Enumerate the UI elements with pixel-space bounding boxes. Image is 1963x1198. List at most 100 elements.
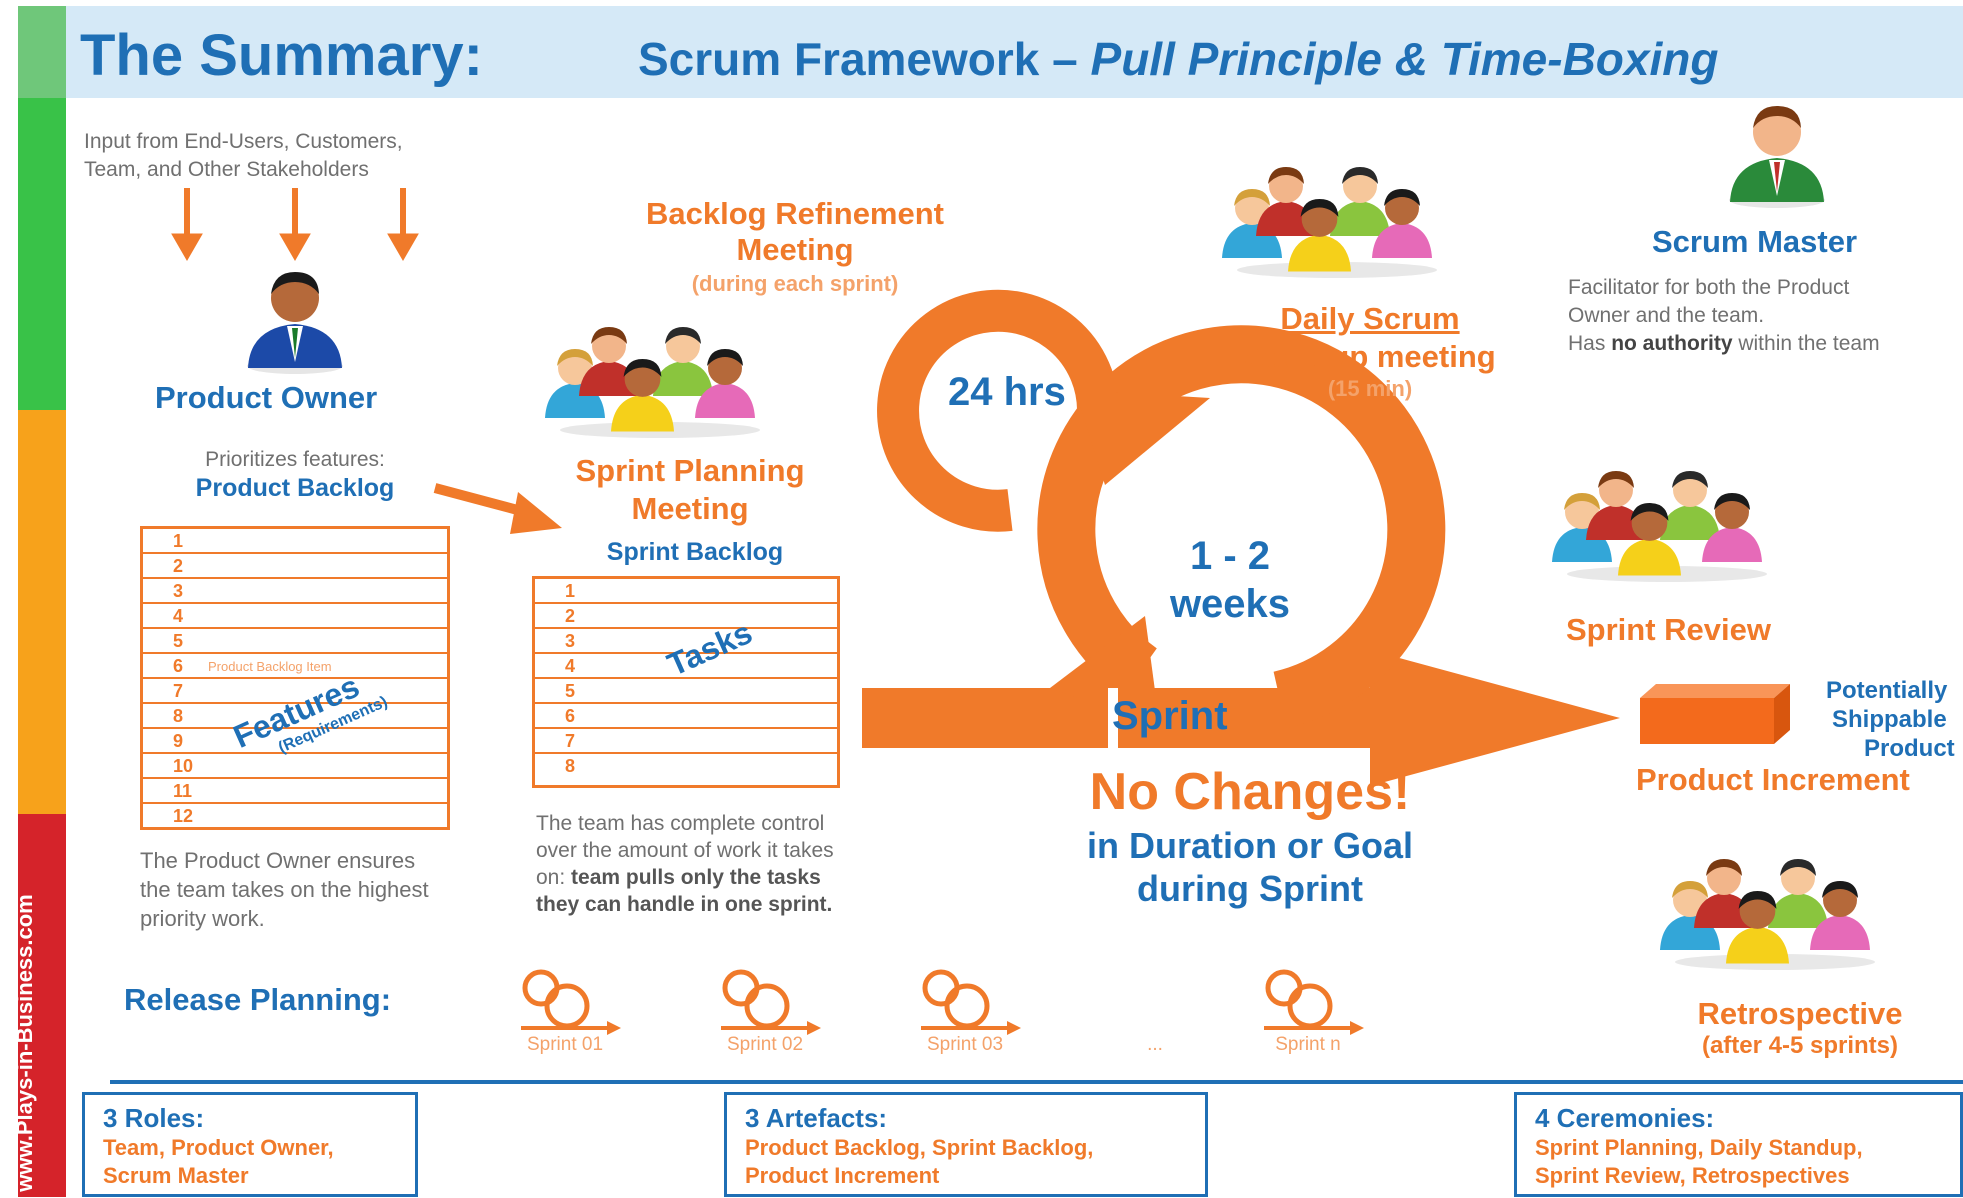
planning-line-1: Sprint Planning: [575, 453, 805, 488]
row-number: 8: [565, 756, 576, 776]
sm-desc-line-1: Facilitator for both the Product: [1568, 276, 1850, 299]
sprint-cycle-graphic: [862, 289, 1620, 786]
table-row: 3: [143, 579, 447, 604]
po-note-line-1: The Product Owner ensures: [140, 848, 416, 873]
increment-line-1: Potentially: [1826, 677, 1948, 704]
artefacts-box: 3 Artefacts: Product Backlog, Sprint Bac…: [724, 1092, 1208, 1197]
sm-desc-3b: no authority: [1611, 332, 1733, 355]
row-number: 7: [565, 731, 576, 751]
ceremonies-box: 4 Ceremonies: Sprint Planning, Daily Sta…: [1514, 1092, 1963, 1197]
roles-box: 3 Roles: Team, Product Owner, Scrum Mast…: [82, 1092, 418, 1197]
sp-note-line-3: on: team pulls only the tasks: [536, 864, 956, 891]
table-row: 1: [143, 529, 447, 554]
retro-line-2: (after 4-5 sprints): [1701, 1032, 1899, 1059]
artefacts-title: 3 Artefacts:: [745, 1103, 888, 1133]
no-changes-label: No Changes!: [1089, 763, 1411, 821]
row-number: 10: [173, 756, 194, 776]
prioritizes-text: Prioritizes features:: [205, 448, 385, 471]
arrow-gap: [1108, 688, 1118, 748]
team-icon: [1660, 859, 1875, 970]
product-backlog-label: Product Backlog: [195, 474, 395, 502]
ceremonies-line-1: Sprint Planning, Daily Standup,: [1535, 1135, 1863, 1160]
sm-desc-3a: Has: [1568, 332, 1612, 355]
page-title: The Summary:: [80, 23, 483, 88]
artefacts-line-1: Product Backlog, Sprint Backlog,: [745, 1135, 1094, 1160]
ceremonies-title: 4 Ceremonies:: [1535, 1103, 1715, 1133]
table-row: 1: [535, 579, 837, 604]
table-row: 8: [143, 704, 447, 729]
header-bar: [66, 6, 1963, 98]
sprint-planning-note: The team has complete control over the a…: [536, 810, 956, 918]
sp-note-line-4: they can handle in one sprint.: [536, 893, 833, 916]
row-number: 1: [565, 581, 576, 601]
retrospective-label: Retrospective (after 4-5 sprints): [1620, 996, 1963, 1060]
duration-label: in Duration or Goal during Sprint: [1000, 824, 1500, 910]
retro-line-1: Retrospective: [1697, 996, 1903, 1031]
sm-desc-line-3: Has no authority within the team: [1568, 330, 1963, 358]
row-number: 8: [173, 706, 184, 726]
weeks-line-1: 1 - 2: [1189, 534, 1271, 578]
input-line-2: Team, and Other Stakeholders: [84, 158, 369, 181]
row-number: 9: [173, 731, 184, 751]
arrow-to-planning: [433, 483, 562, 534]
team-icon: [1552, 471, 1767, 582]
table-row: 4: [143, 604, 447, 629]
row-number: 3: [565, 631, 576, 651]
table-row: 12: [143, 804, 447, 829]
team-icon: [1222, 167, 1437, 278]
table-row: 8: [535, 754, 837, 779]
divider: [110, 1080, 1963, 1084]
row-number: 4: [565, 656, 576, 676]
sprint-arrow-head-icon: [1370, 650, 1620, 786]
sprint-cycle-icon: [721, 969, 821, 1035]
team-icon: [1222, 158, 1452, 283]
small-cycle-ring: [877, 289, 1120, 532]
po-note-line-3: priority work.: [140, 906, 265, 931]
row-number: 3: [173, 581, 184, 601]
planning-line-2: Meeting: [631, 491, 749, 526]
row-number: 5: [565, 681, 576, 701]
daily-line-3: (15 min): [1327, 376, 1413, 401]
table-row: 5: [535, 679, 837, 704]
team-icon: [1660, 850, 1890, 975]
table-row: 2: [535, 604, 837, 629]
sprint-backlog-label: Sprint Backlog: [606, 538, 784, 566]
team-icon: [545, 327, 760, 438]
person-icon: [1729, 106, 1825, 208]
arrow-head-icon: [387, 233, 419, 262]
row-number: 4: [173, 606, 184, 626]
box-icon: [1640, 684, 1790, 744]
table-row: 9: [143, 729, 447, 754]
sp-note-line-2: over the amount of work it takes: [536, 839, 834, 862]
input-arrows: [171, 188, 419, 262]
release-ellipsis: ...: [1147, 1034, 1163, 1055]
release-planning-label: Release Planning:: [124, 982, 392, 1017]
sprint-label: Sprint: [1112, 694, 1228, 738]
daily-line-1: Daily Scrum: [1280, 301, 1460, 336]
input-text: Input from End-Users, Customers, Team, a…: [84, 128, 524, 184]
table-row: 3: [535, 629, 837, 654]
row-number: 12: [173, 806, 194, 826]
sprint-planning-label: Sprint Planning Meeting: [520, 452, 860, 528]
row-number: 7: [173, 681, 184, 701]
row-number: 1: [173, 531, 184, 551]
sp-note-line-3b: team pulls only the tasks: [571, 866, 821, 889]
duration-line-2: during Sprint: [1137, 868, 1363, 909]
sidebar-segment-light-green: [18, 6, 66, 98]
increment-line-2: Shippable: [1832, 706, 1947, 733]
hours-label: 24 hrs: [948, 370, 1066, 414]
refinement-label: Backlog Refinement Meeting (during each …: [580, 196, 1010, 300]
row-number: 6: [565, 706, 576, 726]
small-cycle-arrow-icon: [1075, 390, 1210, 485]
row-number: 2: [173, 556, 184, 576]
daily-scrum-label: Daily Scrum Standup meeting (15 min): [1200, 300, 1540, 402]
table-row: 11: [143, 779, 447, 804]
input-line-1: Input from End-Users, Customers,: [84, 130, 403, 153]
sprint-review-label: Sprint Review: [1566, 612, 1771, 647]
subtitle-plain: Scrum Framework –: [638, 33, 1091, 85]
sprint-cycle-icon: [521, 969, 621, 1035]
table-row: 2: [143, 554, 447, 579]
weeks-line-2: weeks: [1169, 582, 1291, 626]
